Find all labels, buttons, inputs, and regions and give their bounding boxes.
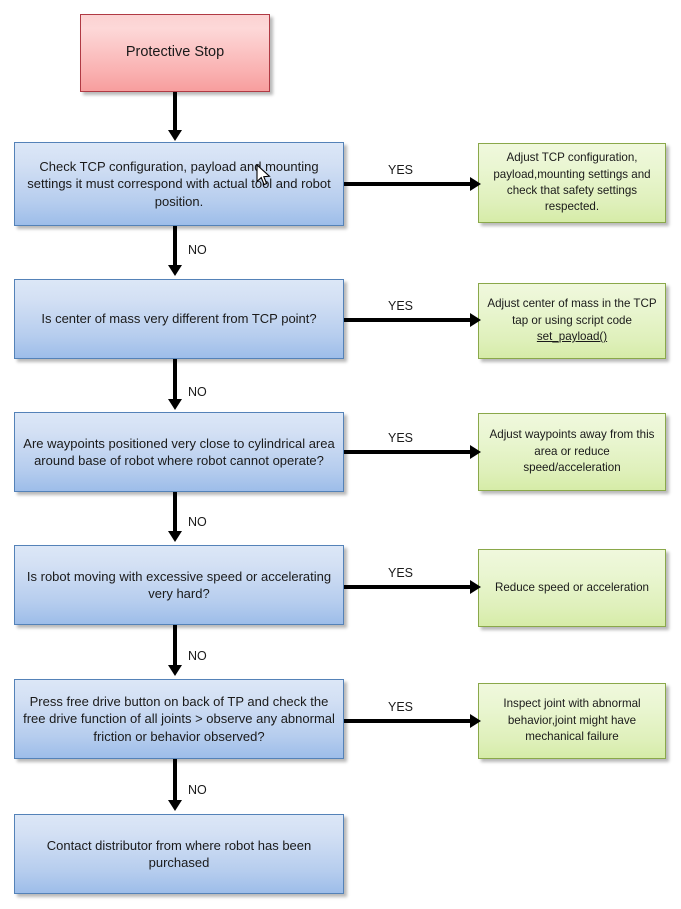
node-label: Adjust waypoints away from this area or …	[489, 428, 655, 475]
node-contact-distributor[interactable]: Contact distributor from where robot has…	[14, 814, 344, 894]
node-label: Press free drive button on back of TP an…	[23, 693, 335, 744]
edge-label-no-2: NO	[188, 385, 207, 399]
connector-q4-to-q5	[173, 625, 177, 667]
arrowhead-right-a4	[470, 580, 481, 594]
arrowhead-down-end	[168, 800, 182, 811]
edge-label-no-5: NO	[188, 783, 207, 797]
node-label: Check TCP configuration, payload and mou…	[27, 158, 331, 209]
arrowhead-down-q4	[168, 531, 182, 542]
node-action-5[interactable]: Inspect joint with abnormal behavior,joi…	[478, 683, 666, 759]
edge-label-yes-5: YES	[388, 700, 414, 714]
node-question-1[interactable]: Check TCP configuration, payload and mou…	[14, 142, 344, 226]
node-label: Reduce speed or acceleration	[494, 580, 650, 594]
connector-q2-to-q3	[173, 359, 177, 402]
arrowhead-down-q3	[168, 399, 182, 410]
script-code-set-payload: set_payload()	[537, 329, 607, 345]
connector-q5-to-end	[173, 759, 177, 802]
node-question-4[interactable]: Is robot moving with excessive speed or …	[14, 545, 344, 625]
node-question-5[interactable]: Press free drive button on back of TP an…	[14, 679, 344, 759]
node-label: Contact distributor from where robot has…	[46, 837, 312, 870]
arrowhead-down-q2	[168, 265, 182, 276]
arrowhead-down-q5	[168, 665, 182, 676]
connector-q1-to-q2	[173, 226, 177, 268]
node-label: Protective Stop	[125, 44, 225, 61]
arrowhead-right-a3	[470, 445, 481, 459]
connector-start-to-q1	[173, 92, 177, 132]
node-protective-stop[interactable]: Protective Stop	[80, 14, 270, 92]
connector-q2-to-a2	[344, 318, 472, 322]
arrowhead-down-q1	[168, 130, 182, 141]
connector-q1-to-a1	[344, 182, 472, 186]
node-action-1[interactable]: Adjust TCP configuration, payload,mounti…	[478, 143, 666, 223]
edge-label-yes-3: YES	[388, 431, 414, 445]
edge-label-no-4: NO	[188, 649, 207, 663]
edge-label-yes-1: YES	[388, 163, 414, 177]
connector-q4-to-a4	[344, 585, 472, 589]
node-label: Is robot moving with excessive speed or …	[26, 568, 332, 601]
node-label: Adjust TCP configuration, payload,mounti…	[493, 151, 651, 214]
node-label: Adjust center of mass in the TCP tap or …	[479, 296, 665, 345]
script-code-text: set_payload()	[536, 330, 608, 344]
edge-label-yes-4: YES	[388, 566, 414, 580]
node-label: Are waypoints positioned very close to c…	[23, 435, 335, 468]
edge-label-yes-2: YES	[388, 299, 414, 313]
spellcheck-squiggle-icon	[537, 343, 607, 347]
node-action-2[interactable]: Adjust center of mass in the TCP tap or …	[478, 283, 666, 359]
connector-q3-to-a3	[344, 450, 472, 454]
arrowhead-right-a5	[470, 714, 481, 728]
arrowhead-right-a2	[470, 313, 481, 327]
arrowhead-right-a1	[470, 177, 481, 191]
node-question-2[interactable]: Is center of mass very different from TC…	[14, 279, 344, 359]
node-label: Is center of mass very different from TC…	[41, 311, 317, 327]
node-action-4[interactable]: Reduce speed or acceleration	[478, 549, 666, 627]
node-label-text: Adjust center of mass in the TCP tap or …	[487, 297, 657, 327]
node-question-3[interactable]: Are waypoints positioned very close to c…	[14, 412, 344, 492]
node-action-3[interactable]: Adjust waypoints away from this area or …	[478, 413, 666, 491]
edge-label-no-3: NO	[188, 515, 207, 529]
connector-q5-to-a5	[344, 719, 472, 723]
connector-q3-to-q4	[173, 492, 177, 534]
node-label: Inspect joint with abnormal behavior,joi…	[503, 697, 641, 744]
edge-label-no-1: NO	[188, 243, 207, 257]
